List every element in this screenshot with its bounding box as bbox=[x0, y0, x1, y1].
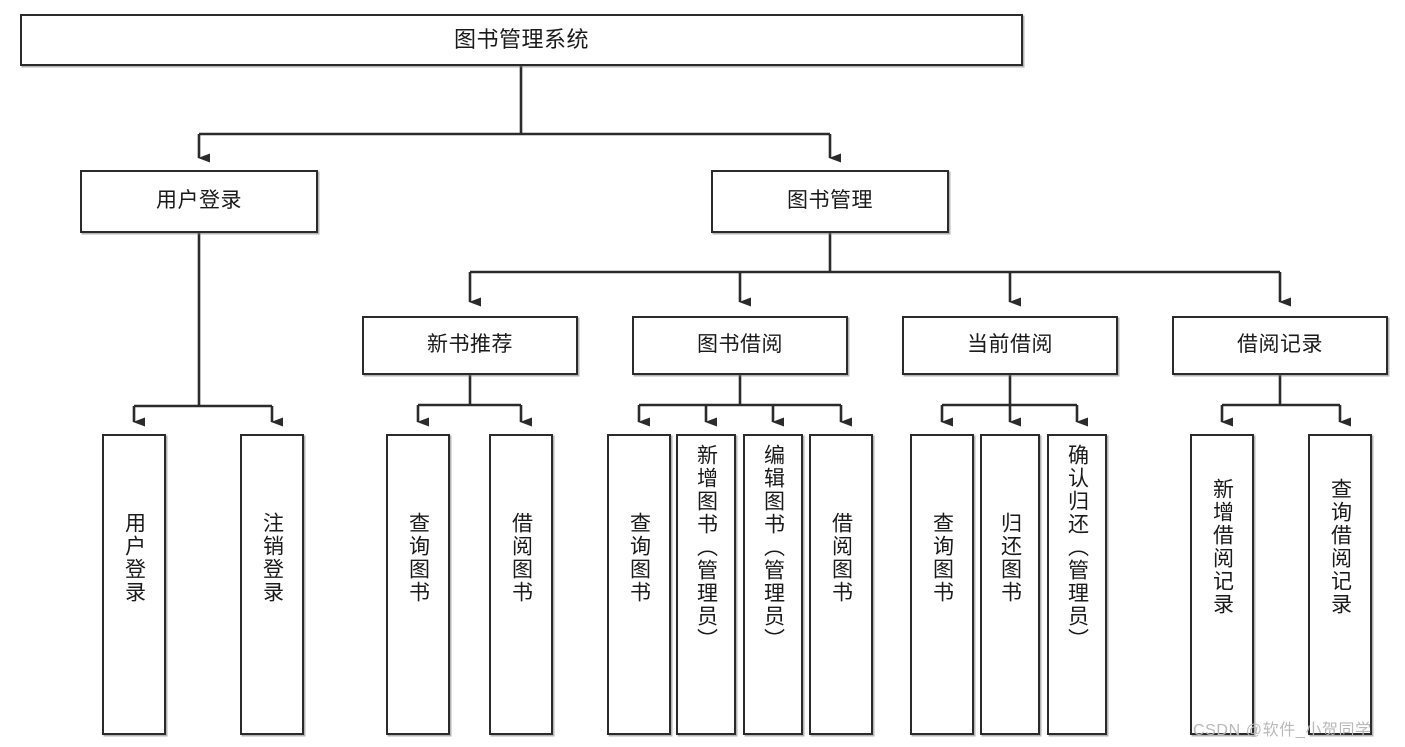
node-leaf-add-record-label: 新增借阅记录 bbox=[1210, 478, 1234, 616]
node-leaf-return-book[interactable]: 归还图书 bbox=[980, 434, 1040, 735]
node-leaf-query-record-label: 查询借阅记录 bbox=[1328, 478, 1352, 616]
node-leaf-query-record[interactable]: 查询借阅记录 bbox=[1308, 434, 1372, 735]
node-leaf-logout[interactable]: 注销登录 bbox=[240, 434, 304, 735]
node-leaf-borrow-book-2-label: 借阅图书 bbox=[829, 512, 853, 604]
node-leaf-confirm-return-label: 确认归还（管理员） bbox=[1065, 444, 1089, 651]
node-leaf-edit-book-label: 编辑图书（管理员） bbox=[761, 444, 785, 651]
node-leaf-query-book-3-label: 查询图书 bbox=[930, 512, 954, 604]
node-root[interactable]: 图书管理系统 bbox=[20, 14, 1023, 66]
node-leaf-query-book-1[interactable]: 查询图书 bbox=[386, 434, 450, 735]
node-borrow-record[interactable]: 借阅记录 bbox=[1172, 316, 1388, 375]
node-leaf-user-login[interactable]: 用户登录 bbox=[102, 434, 166, 735]
node-leaf-add-book[interactable]: 新增图书（管理员） bbox=[676, 434, 736, 735]
node-leaf-borrow-book-1[interactable]: 借阅图书 bbox=[489, 434, 553, 735]
node-new-book-rec-label: 新书推荐 bbox=[427, 333, 513, 357]
node-leaf-query-book-2[interactable]: 查询图书 bbox=[607, 434, 671, 735]
node-leaf-confirm-return[interactable]: 确认归还（管理员） bbox=[1047, 434, 1107, 735]
node-book-borrow[interactable]: 图书借阅 bbox=[632, 316, 848, 375]
node-leaf-logout-label: 注销登录 bbox=[260, 512, 284, 604]
node-leaf-borrow-book-2[interactable]: 借阅图书 bbox=[809, 434, 873, 735]
node-new-book-rec[interactable]: 新书推荐 bbox=[362, 316, 578, 375]
node-root-label: 图书管理系统 bbox=[453, 27, 589, 53]
node-borrow-record-label: 借阅记录 bbox=[1237, 333, 1323, 357]
node-leaf-user-login-label: 用户登录 bbox=[122, 512, 146, 604]
csdn-watermark: CSDN @软件_小贺同学 bbox=[1193, 722, 1372, 739]
node-current-borrow-label: 当前借阅 bbox=[967, 333, 1053, 357]
node-current-borrow[interactable]: 当前借阅 bbox=[902, 316, 1118, 375]
node-leaf-add-record[interactable]: 新增借阅记录 bbox=[1190, 434, 1254, 735]
node-leaf-edit-book[interactable]: 编辑图书（管理员） bbox=[743, 434, 803, 735]
node-leaf-query-book-1-label: 查询图书 bbox=[406, 512, 430, 604]
node-book-borrow-label: 图书借阅 bbox=[697, 333, 783, 357]
node-leaf-query-book-3[interactable]: 查询图书 bbox=[910, 434, 974, 735]
node-leaf-query-book-2-label: 查询图书 bbox=[627, 512, 651, 604]
node-user-login[interactable]: 用户登录 bbox=[80, 170, 318, 233]
node-leaf-add-book-label: 新增图书（管理员） bbox=[694, 444, 718, 651]
node-leaf-borrow-book-1-label: 借阅图书 bbox=[509, 512, 533, 604]
node-book-manage-label: 图书管理 bbox=[787, 189, 873, 213]
node-book-manage[interactable]: 图书管理 bbox=[711, 170, 949, 233]
node-user-login-label: 用户登录 bbox=[156, 189, 242, 213]
node-leaf-return-book-label: 归还图书 bbox=[998, 512, 1022, 604]
